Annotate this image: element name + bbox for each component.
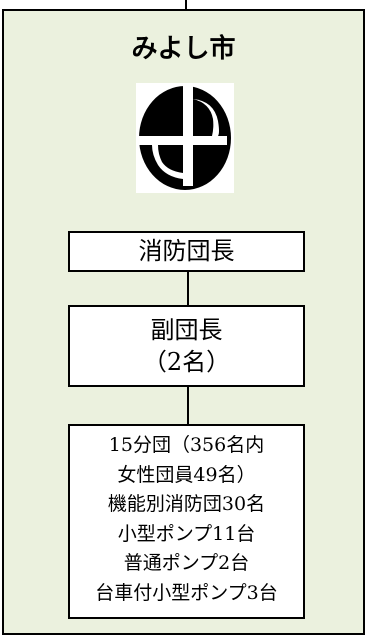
- units-line: 女性団員49名）: [117, 463, 256, 486]
- top-connector-line: [185, 0, 187, 10]
- vice-chief-box: 副団長 （2名）: [68, 305, 305, 387]
- vice-to-units-connector: [187, 378, 189, 424]
- units-line: 小型ポンプ11台: [117, 522, 256, 545]
- vice-chief-count: （2名）: [142, 348, 231, 376]
- units-line: 15分団（356名内: [108, 434, 265, 456]
- city-title: みよし市: [131, 34, 236, 64]
- vice-chief-label: 副団長: [150, 316, 223, 344]
- units-line: 機能別消防団30名: [107, 493, 266, 515]
- org-chart-panel: みよし市 消防団長 副団長 （2名） 15分団（356名内 女性団員49名） 機…: [2, 9, 365, 635]
- city-emblem: [136, 83, 234, 193]
- units-line: 普通ポンプ2台: [123, 552, 250, 574]
- fire-chief-box: 消防団長: [68, 231, 305, 272]
- chief-to-vice-connector: [187, 263, 189, 305]
- city-emblem-icon: [139, 86, 231, 190]
- fire-chief-label: 消防団長: [138, 237, 235, 265]
- units-box: 15分団（356名内 女性団員49名） 機能別消防団30名 小型ポンプ11台 普…: [68, 424, 305, 619]
- units-line: 台車付小型ポンプ3台: [95, 581, 278, 604]
